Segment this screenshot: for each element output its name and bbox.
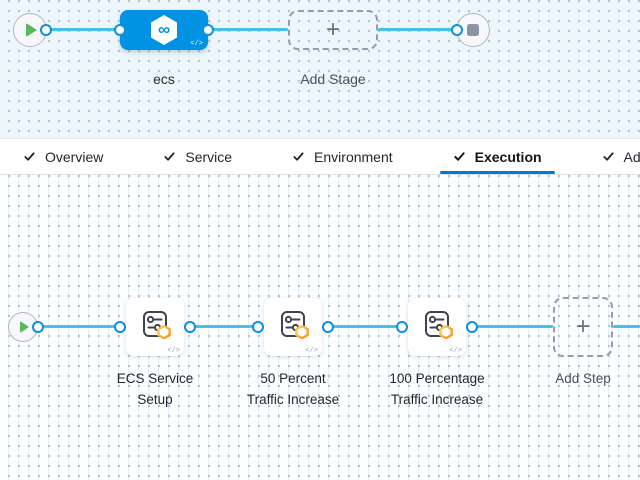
connector-port[interactable] [466,321,478,333]
stage-graph-canvas: ∞ </> + ecs Add Stage [0,0,640,138]
stop-icon [467,24,479,36]
tab-label: Service [185,148,233,165]
plus-icon: + [325,16,340,43]
code-view-toggle-icon[interactable]: </> [167,347,180,355]
play-icon [20,321,29,333]
add-stage-button[interactable]: + [288,10,378,50]
execution-graph-canvas: </> </> [0,175,640,480]
check-icon [453,150,466,163]
add-step-label: Add Step [555,371,611,386]
step-node-50-percent-traffic[interactable]: </> [264,298,322,356]
add-stage-label: Add Stage [300,71,366,87]
aws-hexagon-badge-icon [439,324,453,344]
plus-icon: + [575,313,590,340]
aws-hexagon-badge-icon [295,324,309,344]
connector-port[interactable] [322,321,334,333]
aws-hexagon-badge-icon [157,324,171,344]
tab-label: Execution [474,148,542,165]
connector-port[interactable] [114,321,126,333]
connector-line [190,325,258,328]
step-label: 50 Percent Traffic Increase [246,371,340,407]
check-icon [163,150,176,163]
stage-config-tabs: Overview Service Environment Execution [0,138,640,175]
connector-port[interactable] [451,24,463,36]
step-node-100-percentage-traffic[interactable]: </> [408,298,466,356]
connector-line [46,28,120,31]
harness-pipeline-icon: ∞ [151,15,177,45]
connector-port[interactable] [396,321,408,333]
connector-line [378,28,457,31]
connector-line [613,325,640,328]
step-label: ECS Service Setup [116,371,194,407]
connector-port[interactable] [202,24,214,36]
add-step-button[interactable]: + [553,297,613,357]
connector-line [38,325,120,328]
code-view-toggle-icon[interactable]: </> [190,40,203,48]
tab-advanced[interactable]: Advanced [589,139,640,174]
check-icon [292,150,305,163]
play-icon [26,23,37,37]
active-tab-underline [439,171,555,174]
tab-label: Advanced [623,148,640,165]
step-label: 100 Percentage Traffic Increase [389,371,485,407]
tab-label: Environment [314,148,393,165]
step-node-ecs-service-setup[interactable]: </> [126,298,184,356]
tab-label: Overview [45,148,104,165]
tab-overview[interactable]: Overview [10,139,116,174]
check-icon [23,150,36,163]
connector-port[interactable] [184,321,196,333]
connector-port[interactable] [40,24,52,36]
connector-port[interactable] [252,321,264,333]
connector-line [472,325,553,328]
tab-service[interactable]: Service [150,139,245,174]
code-view-toggle-icon[interactable]: </> [305,347,318,355]
stage-label: ecs [153,71,175,87]
tab-execution[interactable]: Execution [439,139,555,174]
connector-port[interactable] [32,321,44,333]
stage-node-ecs[interactable]: ∞ </> [120,10,208,50]
tab-environment[interactable]: Environment [279,139,406,174]
code-view-toggle-icon[interactable]: </> [449,347,462,355]
connector-line [328,325,402,328]
connector-port[interactable] [114,24,126,36]
check-icon [602,150,615,163]
connector-line [208,28,288,31]
